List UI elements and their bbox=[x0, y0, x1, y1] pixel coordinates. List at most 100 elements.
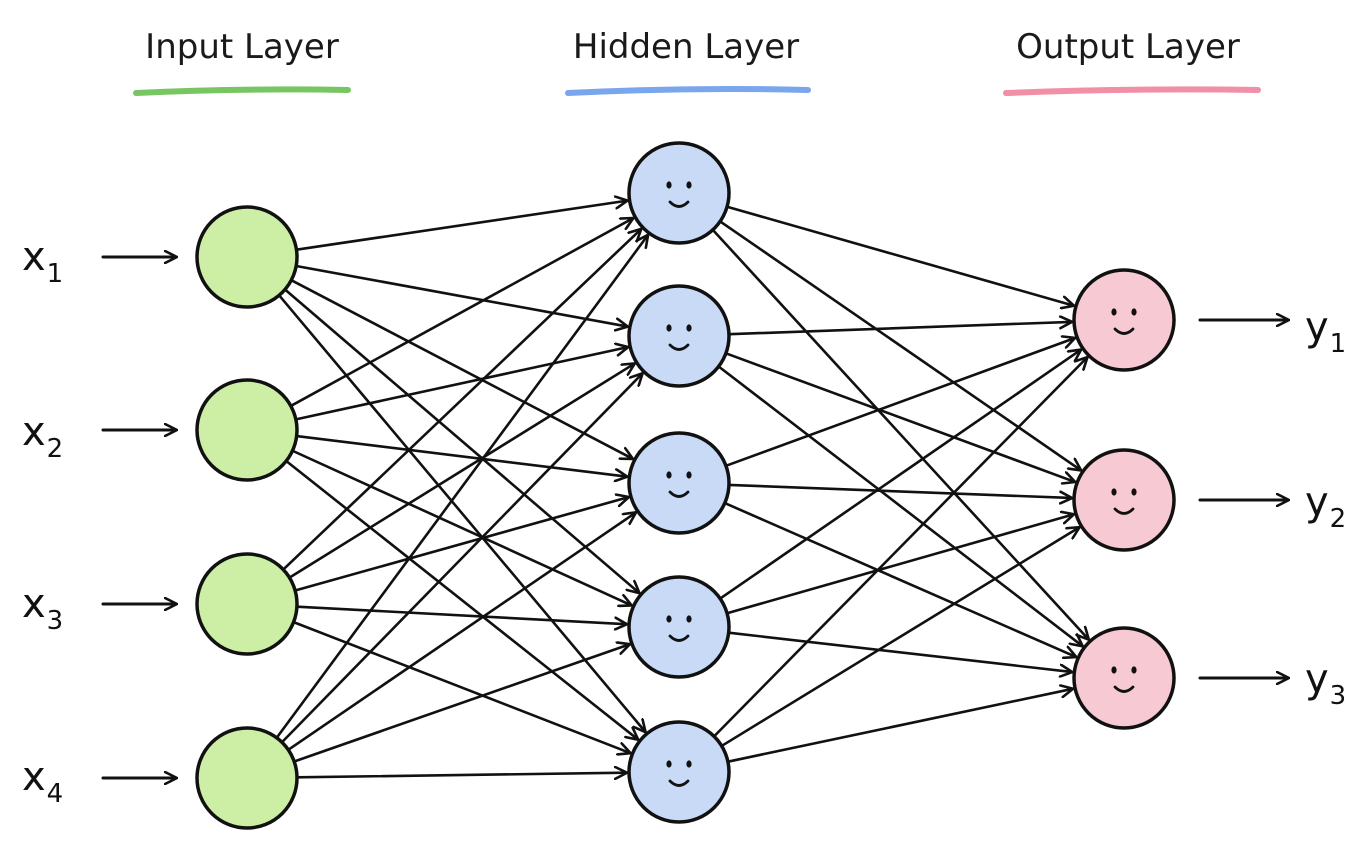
input-node-circle bbox=[195, 726, 299, 830]
edge-input2-to-hidden2 bbox=[294, 347, 627, 421]
output-label-y1: y1 bbox=[1305, 304, 1346, 359]
edge-hidden1-to-output2 bbox=[718, 220, 1080, 470]
hidden-node-circle bbox=[627, 284, 731, 388]
edge-hidden3-to-output3 bbox=[723, 501, 1076, 657]
edge-input3-to-hidden5 bbox=[292, 620, 630, 753]
edge-input2-to-hidden1 bbox=[289, 218, 633, 408]
left-eye bbox=[666, 615, 672, 623]
output-labels: y1 y2 y3 bbox=[1305, 304, 1346, 711]
hidden-node-1 bbox=[627, 141, 731, 245]
output-node-circle bbox=[1072, 268, 1176, 372]
hidden-node-5 bbox=[627, 720, 731, 824]
hidden-node-circle bbox=[627, 141, 731, 245]
smile-mouth bbox=[1113, 327, 1135, 335]
smile-mouth bbox=[668, 200, 690, 208]
edge-input1-to-hidden5 bbox=[277, 294, 645, 731]
edge-input1-to-hidden1 bbox=[295, 201, 626, 251]
smiley-face-icon bbox=[666, 181, 692, 208]
smiley-face-icon bbox=[1111, 488, 1137, 515]
input-node-circle bbox=[195, 378, 299, 482]
smiley-face-icon bbox=[1111, 308, 1137, 335]
right-eye bbox=[1131, 666, 1137, 674]
nodes bbox=[195, 141, 1176, 830]
right-eye bbox=[686, 760, 692, 768]
io-arrows bbox=[101, 257, 1288, 778]
edge-hidden2-to-output1 bbox=[727, 322, 1071, 336]
hidden-node-2 bbox=[627, 284, 731, 388]
edge-input3-to-hidden2 bbox=[288, 364, 633, 579]
right-eye bbox=[686, 181, 692, 189]
edge-hidden5-to-output3 bbox=[726, 689, 1072, 763]
smiley-face-icon bbox=[666, 471, 692, 498]
input-node-3 bbox=[195, 552, 299, 656]
edge-input4-to-hidden5 bbox=[295, 773, 626, 778]
hidden-node-3 bbox=[627, 431, 731, 535]
hidden-node-circle bbox=[627, 575, 731, 679]
layer-header-output: Output Layer bbox=[1003, 27, 1261, 96]
layer-header-hidden: Hidden Layer bbox=[565, 27, 811, 96]
edge-hidden2-to-output3 bbox=[717, 365, 1082, 645]
edge-input3-to-hidden3 bbox=[293, 497, 628, 592]
hidden-layer-underline bbox=[565, 86, 811, 96]
edge-input4-to-hidden3 bbox=[286, 513, 635, 752]
layer-header-input: Input Layer bbox=[133, 27, 351, 96]
smiley-face-icon bbox=[666, 760, 692, 787]
right-eye bbox=[686, 324, 692, 332]
input-node-1 bbox=[195, 205, 299, 309]
input-node-circle bbox=[195, 552, 299, 656]
output-label-y2: y2 bbox=[1305, 479, 1346, 534]
output-layer-underline bbox=[1003, 86, 1261, 96]
smiley-face-icon bbox=[1111, 666, 1137, 693]
edge-input4-to-hidden1 bbox=[275, 236, 648, 740]
edge-input3-to-hidden1 bbox=[281, 230, 640, 571]
hidden-node-4 bbox=[627, 575, 731, 679]
input-node-circle bbox=[195, 205, 299, 309]
edge-input2-to-hidden4 bbox=[291, 449, 630, 605]
smiley-face-icon bbox=[666, 615, 692, 642]
output-node-circle bbox=[1072, 448, 1176, 552]
edge-hidden2-to-output2 bbox=[724, 351, 1074, 481]
input-layer-title: Input Layer bbox=[145, 27, 339, 67]
edge-input1-to-hidden2 bbox=[294, 264, 627, 326]
edge-input1-to-hidden3 bbox=[290, 278, 632, 458]
smile-mouth bbox=[668, 634, 690, 642]
right-eye bbox=[1131, 308, 1137, 316]
left-eye bbox=[666, 760, 672, 768]
input-layer-underline bbox=[133, 86, 351, 96]
output-layer-title: Output Layer bbox=[1016, 27, 1240, 67]
output-node-2 bbox=[1072, 448, 1176, 552]
edge-hidden3-to-output2 bbox=[727, 483, 1071, 498]
left-eye bbox=[1111, 308, 1117, 316]
edge-input4-to-hidden2 bbox=[280, 374, 642, 744]
smile-mouth bbox=[668, 343, 690, 351]
left-eye bbox=[1111, 488, 1117, 496]
input-label-x2: x2 bbox=[22, 409, 63, 464]
smile-mouth bbox=[668, 490, 690, 498]
edge-input2-to-hidden5 bbox=[284, 459, 637, 739]
edge-hidden4-to-output3 bbox=[727, 631, 1072, 672]
left-eye bbox=[1111, 666, 1117, 674]
smile-mouth bbox=[668, 779, 690, 787]
input-node-4 bbox=[195, 726, 299, 830]
input-label-x3: x3 bbox=[22, 581, 63, 636]
left-eye bbox=[666, 324, 672, 332]
left-eye bbox=[666, 181, 672, 189]
input-label-x4: x4 bbox=[22, 754, 63, 809]
right-eye bbox=[686, 471, 692, 479]
output-node-1 bbox=[1072, 268, 1176, 372]
edge-input3-to-hidden4 bbox=[295, 605, 626, 625]
edge-hidden3-to-output1 bbox=[724, 338, 1074, 468]
output-node-circle bbox=[1072, 626, 1176, 730]
edge-hidden5-to-output2 bbox=[720, 528, 1079, 748]
smile-mouth bbox=[1113, 685, 1135, 693]
right-eye bbox=[686, 615, 692, 623]
edge-hidden1-to-output1 bbox=[725, 205, 1073, 306]
hidden-node-circle bbox=[627, 431, 731, 535]
edge-input4-to-hidden4 bbox=[292, 644, 629, 763]
output-node-3 bbox=[1072, 626, 1176, 730]
right-eye bbox=[1131, 488, 1137, 496]
left-eye bbox=[666, 471, 672, 479]
hidden-layer-title: Hidden Layer bbox=[573, 27, 799, 67]
input-node-2 bbox=[195, 378, 299, 482]
